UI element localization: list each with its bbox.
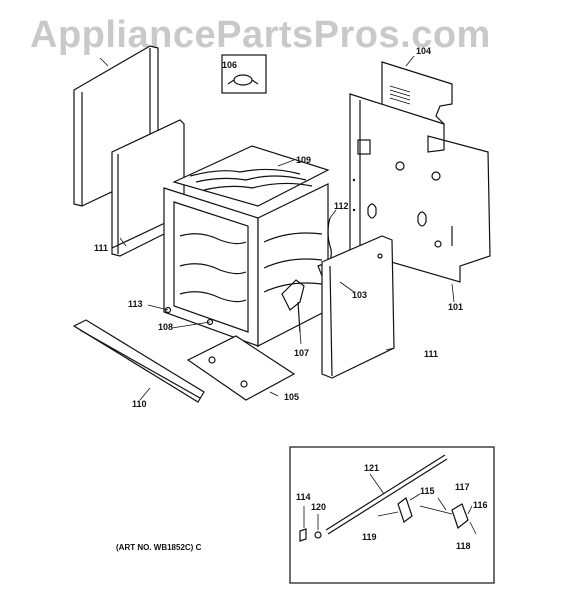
callout-116: 116 bbox=[473, 500, 488, 510]
part-101-rear-wall bbox=[349, 93, 491, 283]
callout-109: 109 bbox=[296, 155, 312, 165]
callout-112: 112 bbox=[334, 201, 349, 211]
callout-111-left: 111 bbox=[94, 243, 109, 253]
part-106-thermostat-box bbox=[221, 54, 267, 94]
part-109-oven-cavity bbox=[163, 145, 330, 347]
callout-107: 107 bbox=[294, 348, 310, 358]
callout-118: 118 bbox=[456, 541, 471, 551]
callout-110: 110 bbox=[132, 399, 147, 409]
part-105-bottom-panel bbox=[186, 335, 296, 401]
callout-113: 113 bbox=[128, 299, 143, 309]
callout-114: 114 bbox=[296, 492, 311, 502]
callout-111-right: 111 bbox=[424, 349, 439, 359]
callout-115: 115 bbox=[420, 486, 435, 496]
inset-detail-box bbox=[289, 446, 495, 584]
callout-101: 101 bbox=[448, 302, 464, 312]
callout-104: 104 bbox=[416, 46, 432, 56]
art-number: (ART NO. WB1852C) C bbox=[116, 543, 202, 552]
callout-108: 108 bbox=[158, 322, 174, 332]
callout-119: 119 bbox=[362, 532, 377, 542]
leader-lines bbox=[99, 55, 455, 401]
part-111-right-side-panel bbox=[321, 235, 395, 379]
callout-117: 117 bbox=[455, 482, 470, 492]
callout-121: 121 bbox=[364, 463, 380, 473]
callout-120: 120 bbox=[311, 502, 327, 512]
callout-103: 103 bbox=[352, 290, 368, 300]
part-107-bake-element bbox=[281, 279, 305, 333]
part-110-trim-bar bbox=[72, 319, 205, 403]
callout-105: 105 bbox=[284, 392, 300, 402]
callout-106: 106 bbox=[222, 60, 238, 70]
